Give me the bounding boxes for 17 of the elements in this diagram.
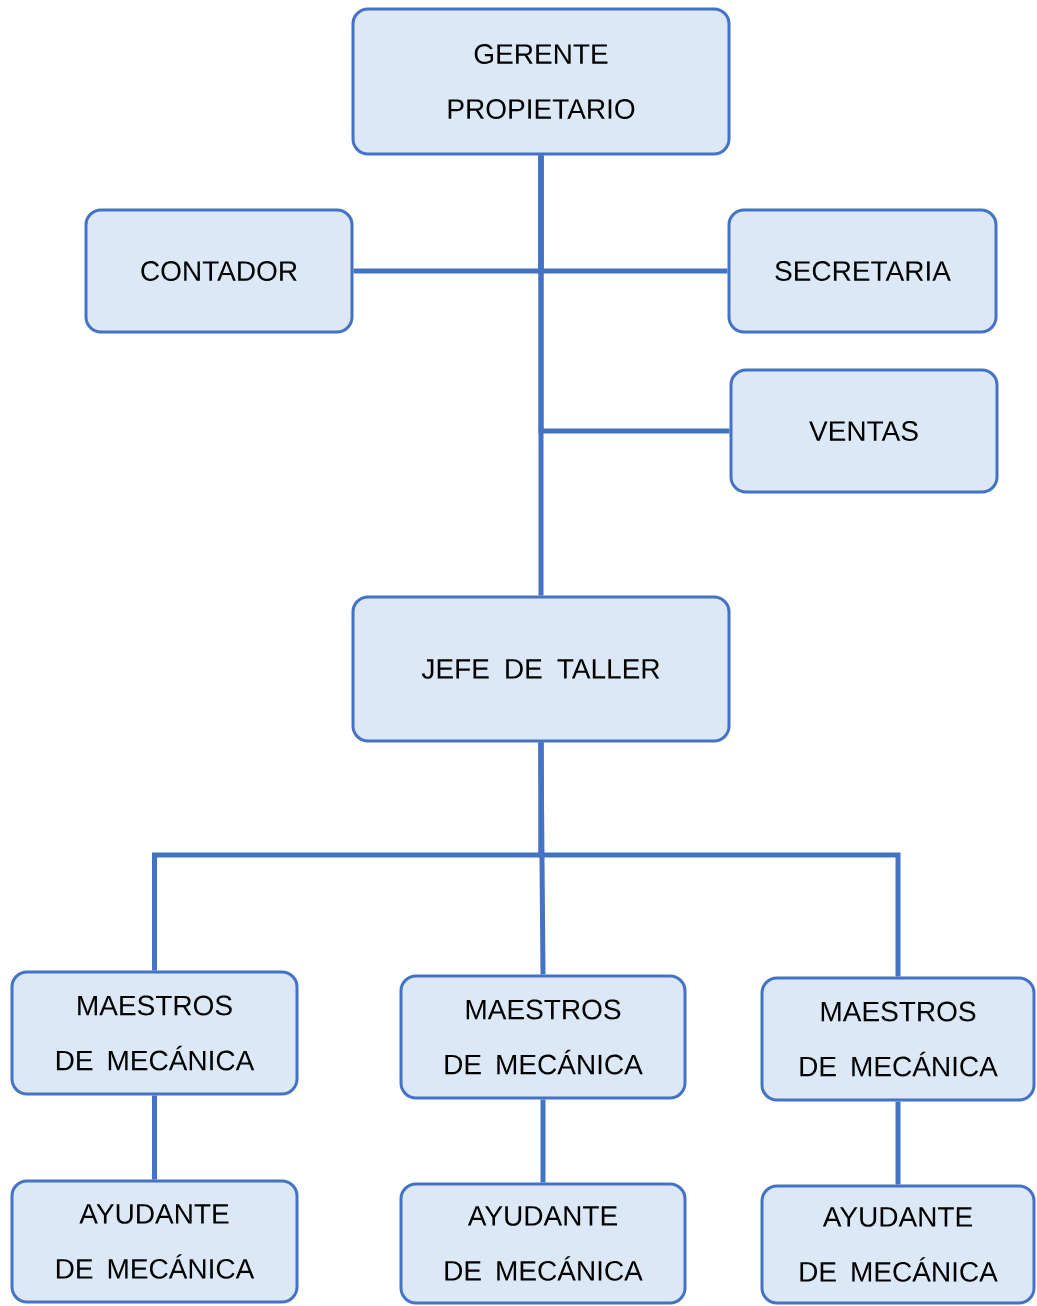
- org-box: VENTAS: [729, 368, 999, 494]
- connector-line: [540, 1099, 546, 1183]
- org-box: JEFE DE TALLER: [351, 595, 731, 743]
- org-box: GERENTE PROPIETARIO: [351, 7, 731, 156]
- org-box: MAESTROS DE MECÁNICA: [760, 976, 1036, 1102]
- org-box: AYUDANTE DE MECÁNICA: [760, 1184, 1036, 1305]
- connector-line: [152, 1095, 157, 1180]
- org-box: SECRETARIA: [727, 208, 998, 334]
- org-box: AYUDANTE DE MECÁNICA: [10, 1179, 299, 1304]
- connector-line: [538, 155, 544, 596]
- org-box: CONTADOR: [84, 208, 354, 334]
- org-box: MAESTROS DE MECÁNICA: [399, 974, 687, 1100]
- connector-line: [538, 742, 546, 975]
- connector-line: [895, 1101, 901, 1185]
- connector-line: [538, 742, 901, 977]
- org-box: AYUDANTE DE MECÁNICA: [399, 1182, 687, 1305]
- org-box: MAESTROS DE MECÁNICA: [10, 970, 299, 1096]
